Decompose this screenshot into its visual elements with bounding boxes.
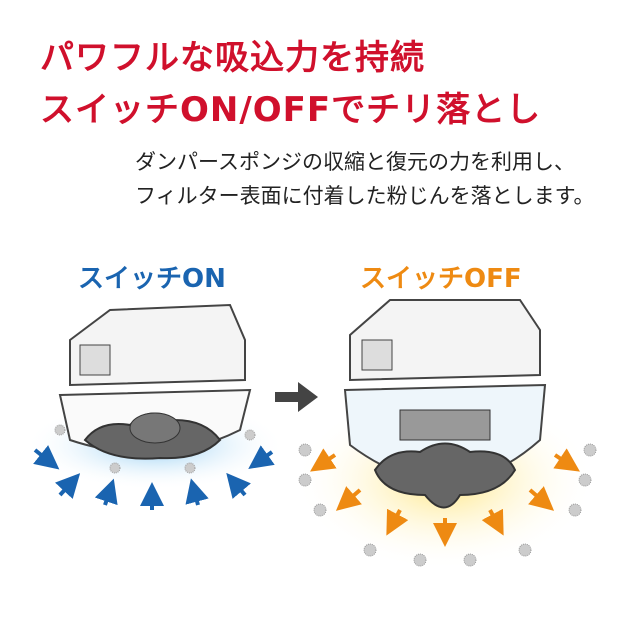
vacuum-switch-off <box>295 299 595 570</box>
suction-arrows <box>33 445 275 510</box>
switch-on-label: スイッチON <box>78 264 226 294</box>
description-line-1: ダンパースポンジの収縮と復元の力を利用し、 <box>135 150 575 174</box>
vacuum-switch-on <box>25 303 285 490</box>
description-line-2: フィルター表面に付着した粉じんを落とします。 <box>135 184 595 208</box>
dust-fall-arrows <box>310 448 580 547</box>
dust-particles <box>54 424 597 567</box>
arrow-right-icon <box>275 382 318 412</box>
headline-line-2: スイッチON/OFFでチリ落とし <box>40 90 542 130</box>
switch-off-label: スイッチOFF <box>360 264 522 294</box>
headline-line-1: パワフルな吸込力を持続 <box>40 38 425 78</box>
